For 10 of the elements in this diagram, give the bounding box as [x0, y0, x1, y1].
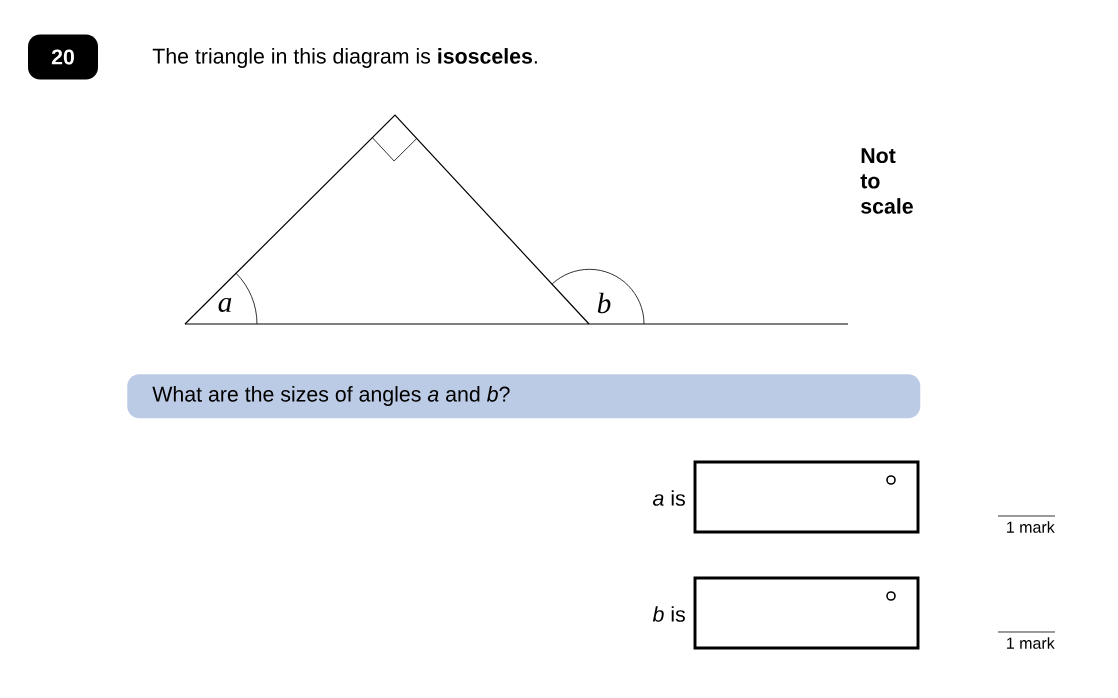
angle-label: a [218, 297, 232, 313]
mark-label: 1 mark [997, 515, 1056, 533]
answer-prompt: a is [653, 490, 685, 506]
question-band: What are the sizes of angles a and b? [127, 374, 921, 419]
scale-note: Not to scale [860, 148, 913, 214]
mark-label: 1 mark [997, 631, 1056, 649]
angle-label: b [597, 292, 611, 314]
answer-prompt: b is [652, 606, 685, 622]
question-number: 20 [28, 34, 98, 80]
question-text: The triangle in this diagram is isosceles. [152, 48, 537, 68]
